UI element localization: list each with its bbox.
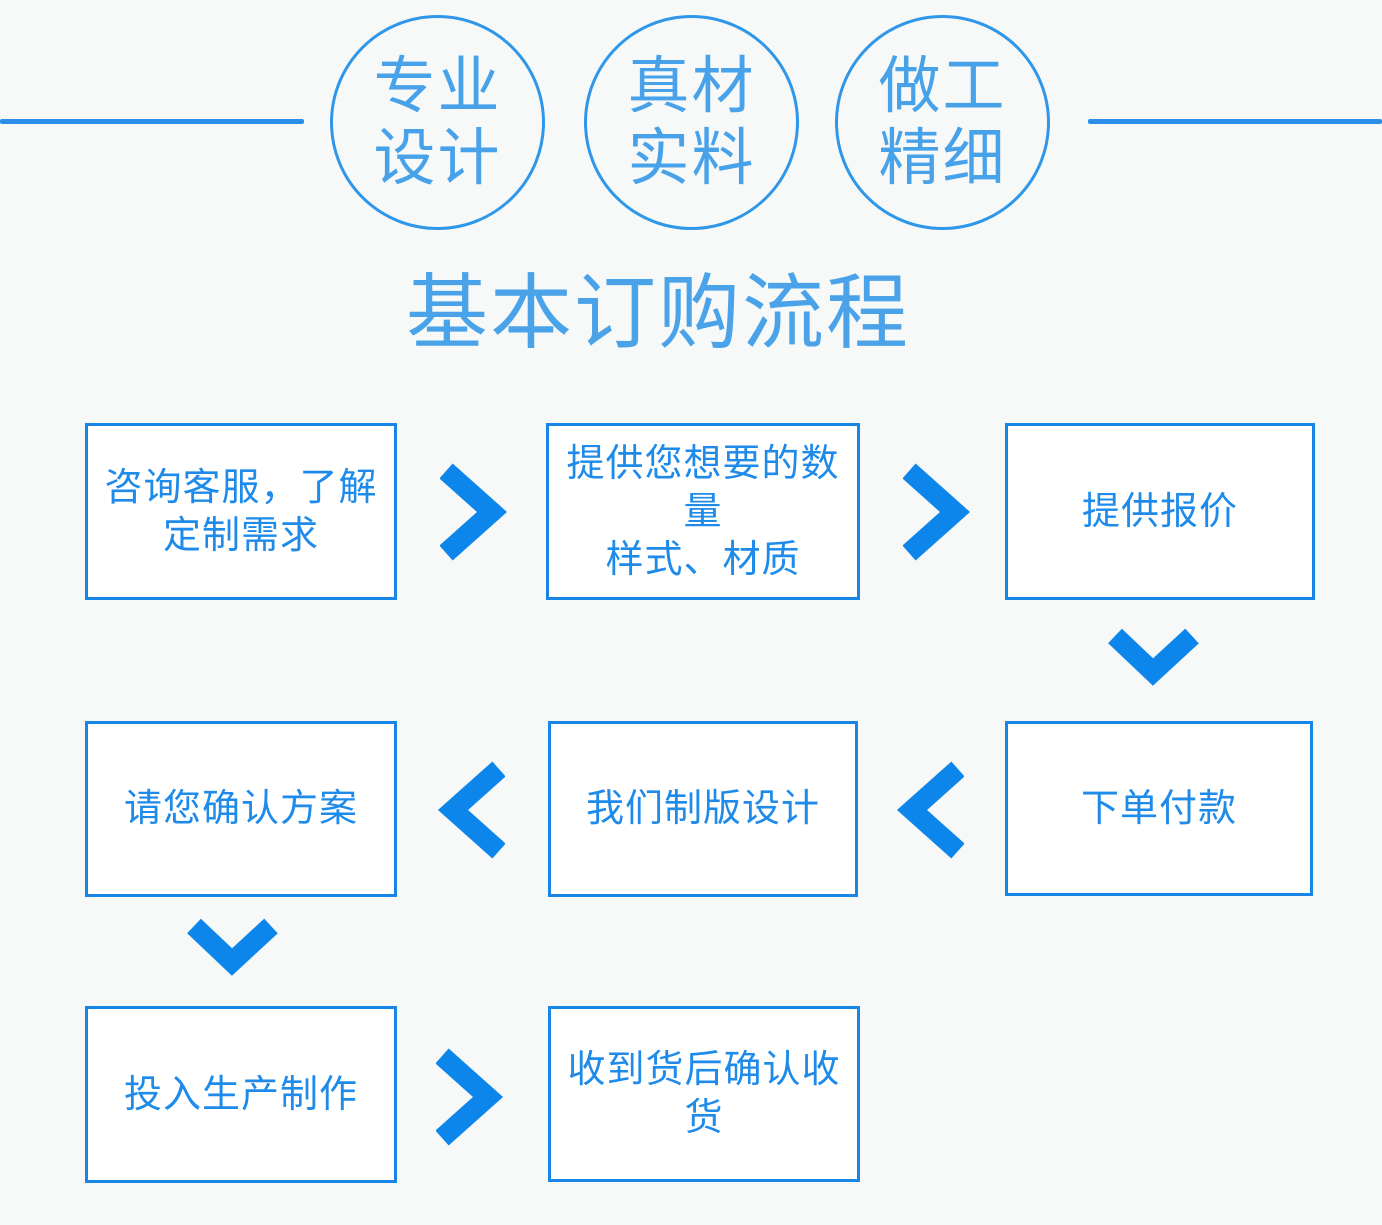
badge-professional-design: 专业 设计 — [330, 15, 545, 230]
flow-step-label: 收到货后确认收货 — [567, 1049, 841, 1139]
header-divider-line-right — [1088, 119, 1382, 124]
badge-text-line: 设计 — [373, 123, 502, 193]
flow-step-label: 提供报价 — [1081, 490, 1238, 533]
flow-step-label: 我们制版设计 — [585, 788, 820, 830]
flow-step-provide-specs: 提供您想要的数量 样式、材质 — [546, 423, 860, 600]
flow-step-label: 请您确认方案 — [123, 788, 358, 830]
flow-step-confirm-plan: 请您确认方案 — [85, 721, 397, 897]
badge-genuine-materials: 真材 实料 — [584, 15, 799, 230]
badge-text-line: 真材 — [627, 51, 756, 121]
arrow-right-icon — [436, 1048, 506, 1146]
flow-step-consult-service: 咨询客服，了解 定制需求 — [85, 423, 397, 600]
badge-text-line: 实料 — [627, 123, 756, 193]
page-title: 基本订购流程 — [405, 268, 910, 359]
flow-step-label: 咨询客服，了解 定制需求 — [104, 466, 378, 557]
badge-fine-workmanship: 做工 精细 — [835, 15, 1050, 230]
badge-text-line: 专业 — [373, 51, 502, 121]
arrow-left-icon — [894, 761, 964, 859]
flow-step-plate-design: 我们制版设计 — [548, 721, 858, 897]
badge-text-line: 精细 — [878, 123, 1007, 193]
arrow-right-icon — [440, 463, 510, 561]
header-divider-line-left — [0, 119, 304, 124]
arrow-left-icon — [435, 761, 505, 859]
flow-step-label: 投入生产制作 — [123, 1073, 358, 1116]
badge-text-line: 做工 — [878, 51, 1007, 121]
arrow-right-icon — [903, 463, 973, 561]
flow-step-place-order-pay: 下单付款 — [1005, 721, 1313, 896]
flow-step-provide-quote: 提供报价 — [1005, 423, 1315, 600]
flow-step-start-production: 投入生产制作 — [85, 1006, 397, 1183]
flow-step-label: 提供您想要的数量 样式、材质 — [566, 442, 840, 581]
flow-step-confirm-receipt: 收到货后确认收货 — [548, 1006, 860, 1182]
arrow-down-icon — [185, 917, 280, 987]
arrow-down-icon — [1106, 627, 1201, 697]
flow-step-label: 下单付款 — [1080, 787, 1237, 830]
